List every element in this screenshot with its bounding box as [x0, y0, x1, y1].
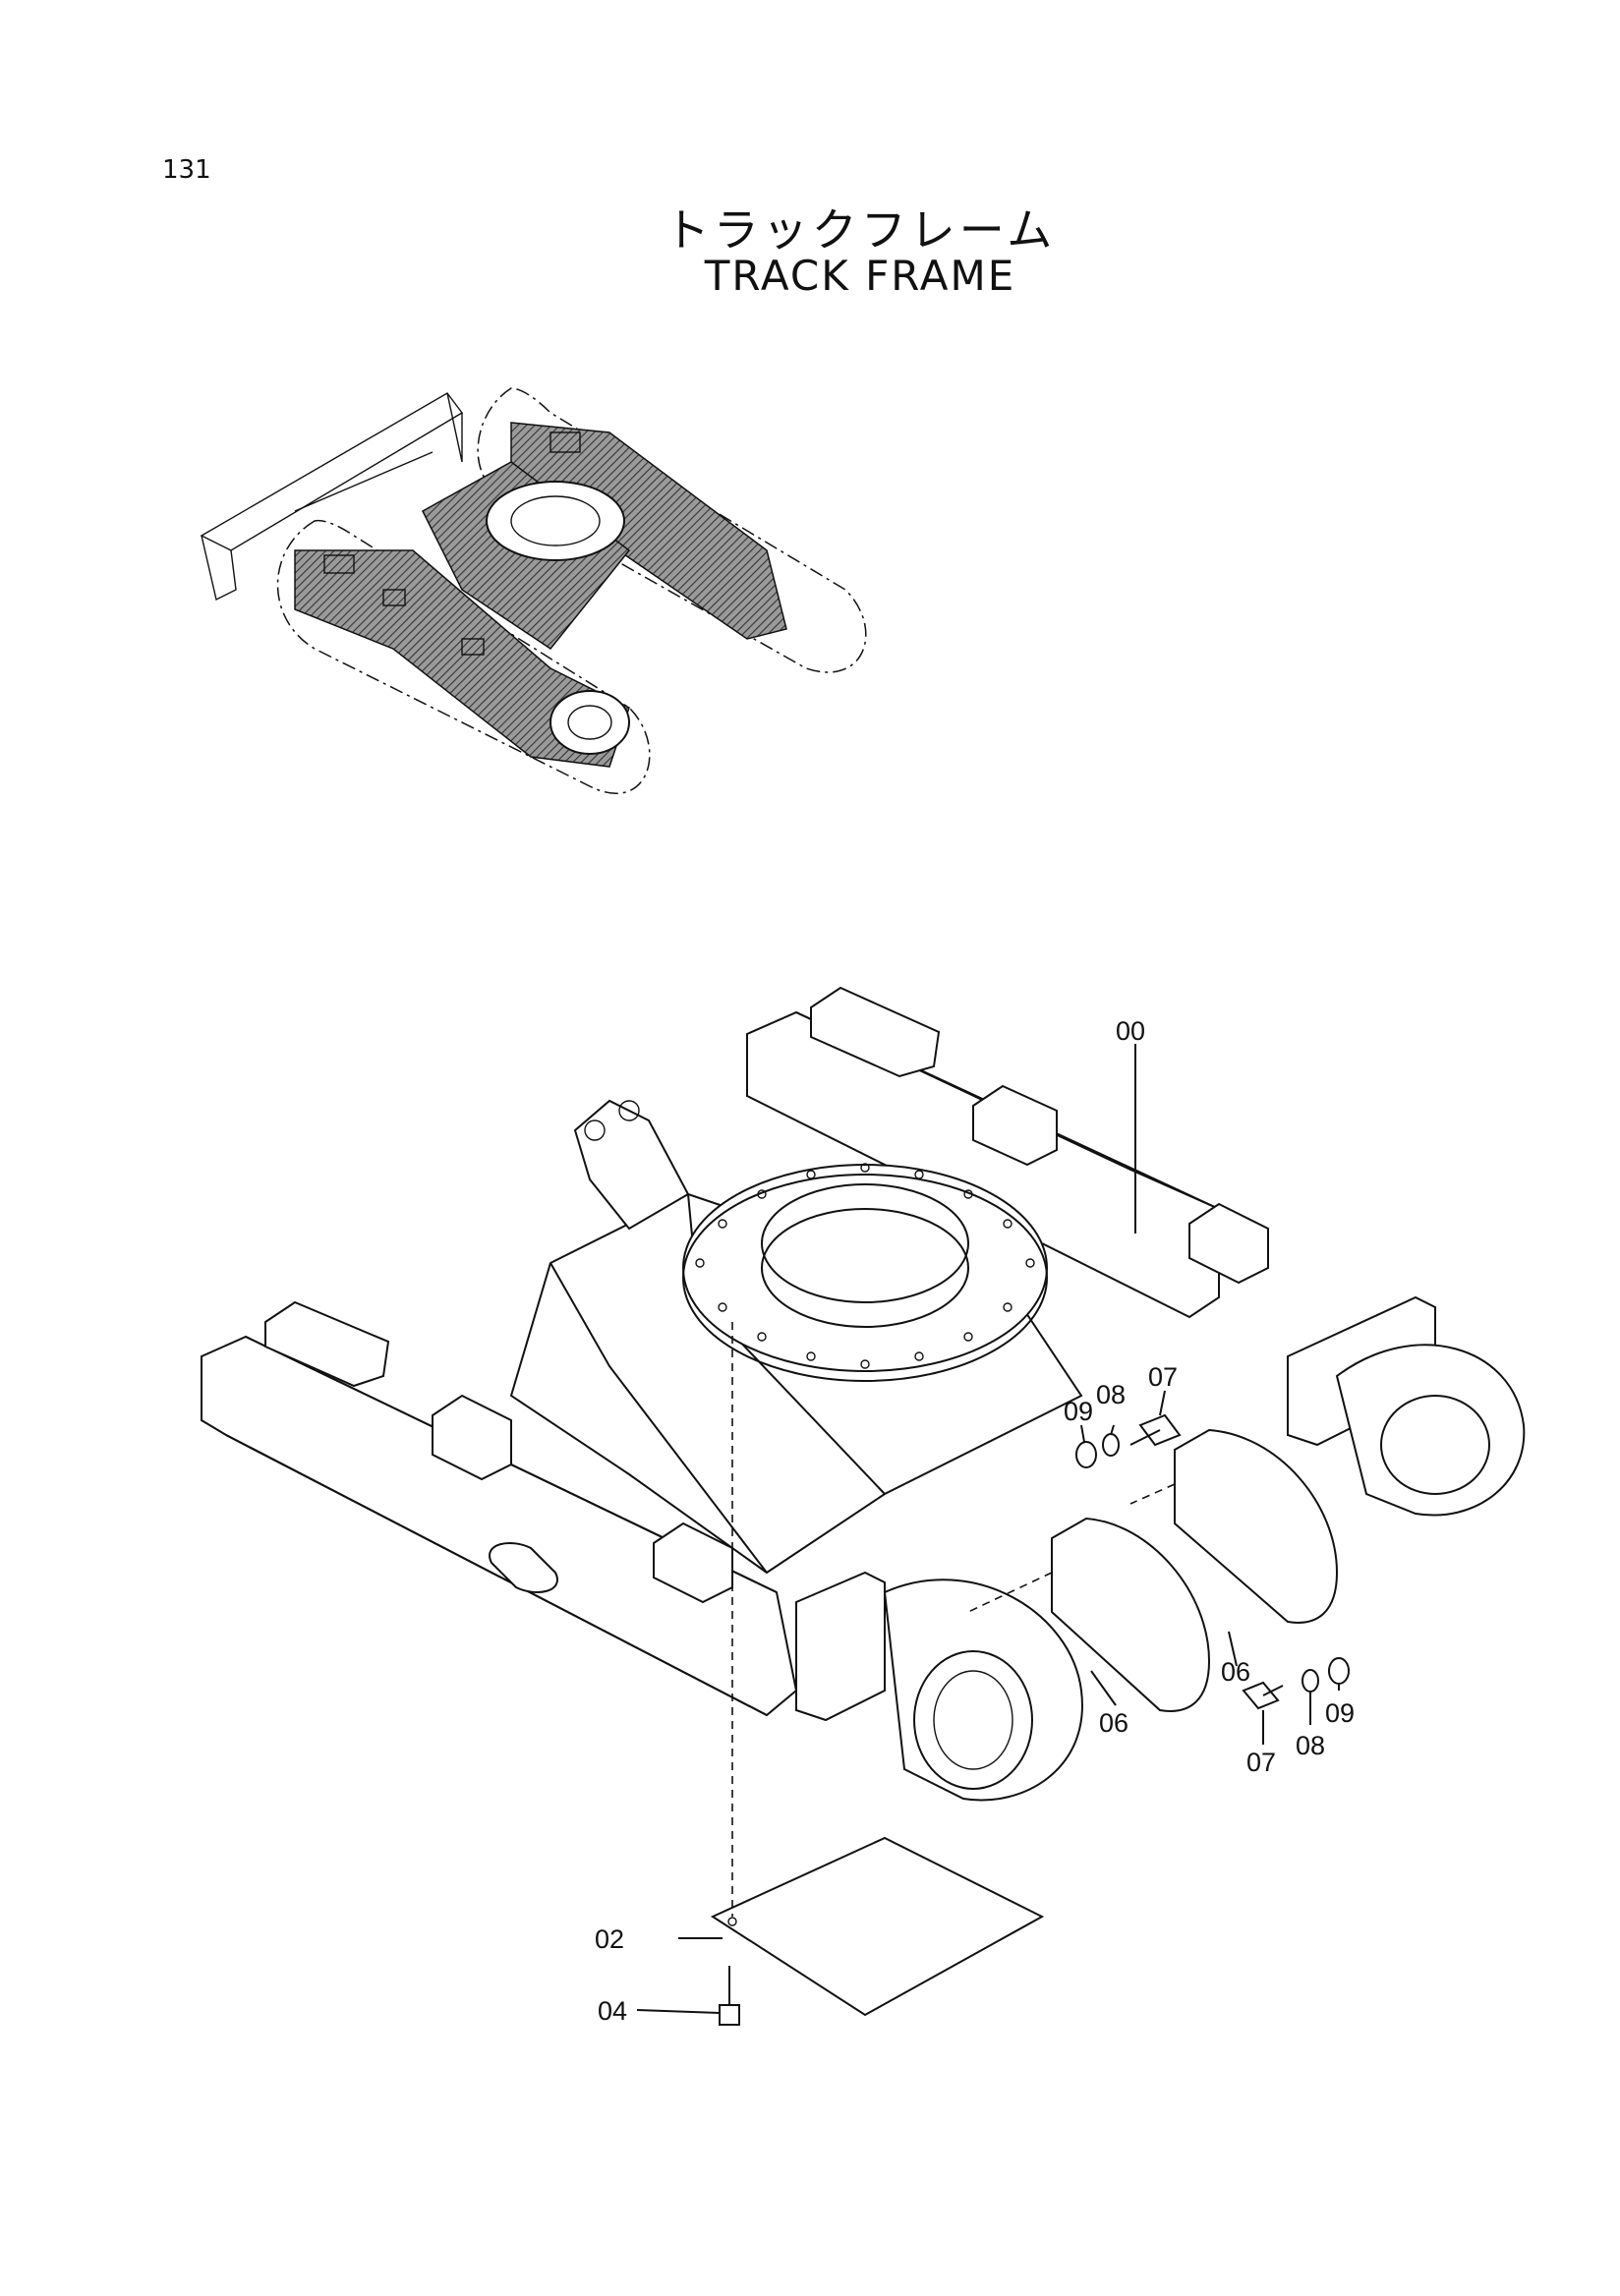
callout-04: 04 [598, 1996, 627, 2026]
overview-excavator-undercarriage [200, 387, 867, 794]
callout-06-rear-cover: 06 [1221, 1657, 1250, 1687]
callout-00: 00 [1116, 1016, 1145, 1046]
main-track-frame-drawing [201, 986, 1526, 2026]
callout-06-front-cover: 06 [1099, 1708, 1128, 1738]
callout-08-upper-washer: 08 [1096, 1380, 1126, 1409]
callout-09-lower-washer: 09 [1325, 1698, 1355, 1728]
callout-08-lower-washer: 08 [1296, 1731, 1325, 1760]
callout-07-lower-bolt: 07 [1246, 1748, 1276, 1777]
page-title-english: TRACK FRAME [704, 252, 1016, 300]
page-title-japanese: トラックフレーム [664, 203, 1057, 257]
callout-09-upper-washer: 09 [1064, 1397, 1093, 1426]
callout-02: 02 [595, 1924, 624, 1954]
page-number: 131 [162, 155, 211, 185]
callout-leaders [636, 1044, 1340, 2014]
callout-07-upper-bolt: 07 [1148, 1362, 1178, 1392]
